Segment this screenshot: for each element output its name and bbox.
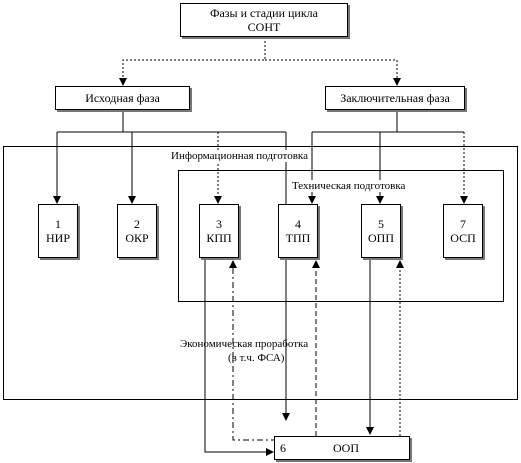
stage-box-tpp: 4 ТПП [278,204,318,258]
stage-box-nir: 1 НИР [38,204,78,258]
stage-box-opp: 5 ОПП [361,204,401,258]
stage-code: ОКР [125,231,149,245]
stage-num: 7 [460,217,466,231]
title-box: Фазы и стадии цикла СОНТ [180,3,348,37]
stage-box-kpp: 3 КПП [199,204,239,258]
stage-num: 5 [378,217,384,231]
stage-num: 2 [134,217,140,231]
info-prep-frame [3,146,518,400]
stage-code: ТПП [285,231,311,245]
stage-num: 1 [55,217,61,231]
stage-code: КПП [206,231,232,245]
oop-box: 6 ООП [274,436,410,460]
stage-code: НИР [45,231,70,245]
oop-code: ООП [333,441,359,455]
tech-prep-label: Техническая подготовка [292,180,406,192]
title-line2: СОНТ [247,20,281,34]
oop-num: 6 [280,441,286,455]
final-phase-box: Заключительная фаза [325,86,465,110]
initial-phase-box: Исходная фаза [55,86,190,110]
stage-box-okr: 2 ОКР [117,204,157,258]
initial-phase-label: Исходная фаза [85,90,160,105]
info-prep-label: Информационная подготовка [171,150,308,162]
stage-num: 3 [216,217,222,231]
final-phase-label: Заключительная фаза [340,90,450,105]
stage-code: ОПП [368,231,394,245]
title-line1: Фазы и стадии цикла [209,6,318,20]
stage-code: ОСП [450,231,476,245]
stage-num: 4 [295,217,301,231]
tech-prep-frame [178,170,504,302]
econ-label: Экономическая проработка [180,338,309,350]
stage-box-osp: 7 ОСП [443,204,483,258]
econ-sublabel: (в т.ч. ФСА) [228,352,285,364]
